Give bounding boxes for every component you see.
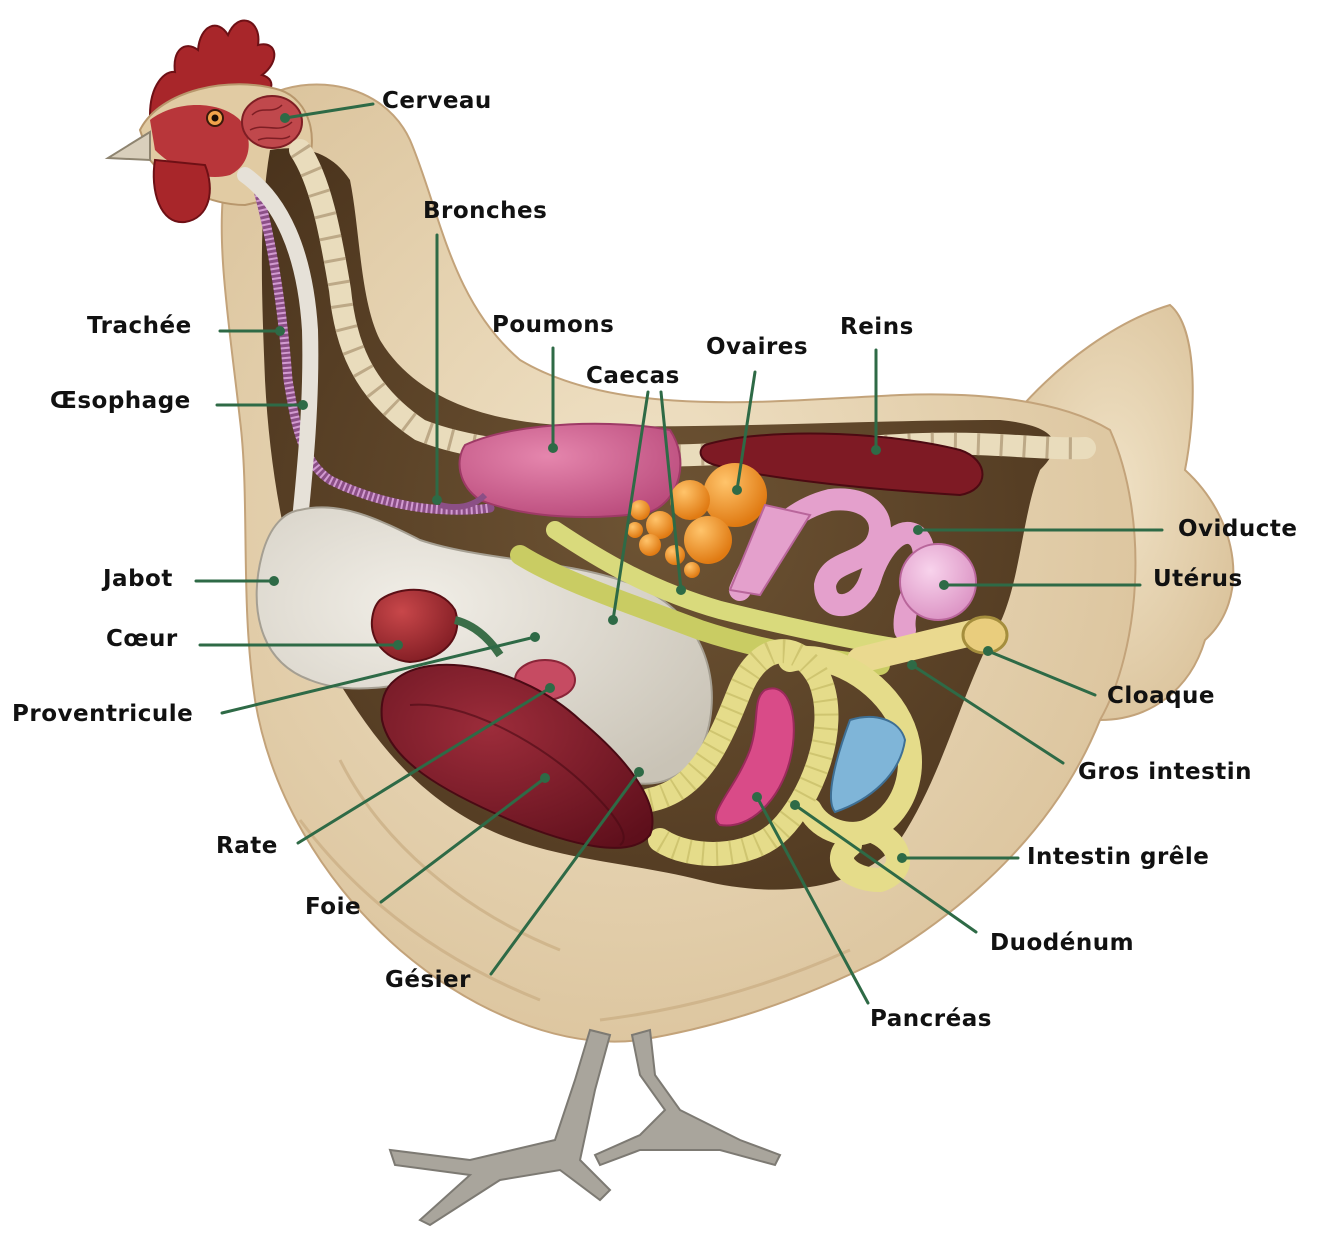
- leader-dot-uterus: [941, 582, 948, 589]
- leader-dot-bronches: [434, 497, 441, 504]
- lungs: [460, 424, 681, 517]
- label-bronches: Bronches: [423, 200, 547, 223]
- leader-dot-trachee: [277, 328, 284, 335]
- leader-dot-cloaque: [985, 648, 992, 655]
- label-gros-intestin: Gros intestin: [1078, 761, 1252, 784]
- leader-dot-proventricule: [532, 634, 539, 641]
- label-coeur: Cœur: [106, 628, 178, 651]
- label-oviducte: Oviducte: [1178, 518, 1298, 541]
- leader-dot-intestin-grele: [899, 855, 906, 862]
- leader-dot-coeur: [395, 642, 402, 649]
- pupil: [212, 115, 219, 122]
- label-poumons: Poumons: [492, 314, 614, 337]
- label-intestin-grele: Intestin grêle: [1027, 846, 1209, 869]
- leader-dot-pancreas: [754, 794, 761, 801]
- label-caecas: Caecas: [586, 365, 680, 388]
- leader-dot-reins: [873, 447, 880, 454]
- label-foie: Foie: [305, 896, 361, 919]
- leader-dot-jabot: [271, 578, 278, 585]
- leader-dot-gesier: [636, 769, 643, 776]
- label-proventricule: Proventricule: [12, 703, 193, 726]
- leader-dot-ovaires: [734, 487, 741, 494]
- label-ovaires: Ovaires: [706, 336, 808, 359]
- leader-dot-poumons: [550, 445, 557, 452]
- brain: [242, 96, 302, 148]
- leader-dot-caecas-2: [678, 587, 685, 594]
- wattle: [154, 160, 210, 222]
- leader-dot-gros-intestin: [909, 662, 916, 669]
- label-reins: Reins: [840, 316, 914, 339]
- leader-dot-cerveau: [282, 115, 289, 122]
- label-uterus: Utérus: [1153, 568, 1243, 591]
- label-pancreas: Pancréas: [870, 1008, 992, 1031]
- leader-dot-oviducte: [915, 527, 922, 534]
- leader-dot-duodenum: [792, 802, 799, 809]
- label-oesophage: Œsophage: [50, 390, 191, 413]
- label-cerveau: Cerveau: [382, 90, 492, 113]
- right-leg: [595, 1030, 780, 1165]
- label-cloaque: Cloaque: [1107, 685, 1215, 708]
- left-leg: [390, 1030, 610, 1225]
- leader-dot-rate: [547, 685, 554, 692]
- label-duodenum: Duodénum: [990, 932, 1134, 955]
- leader-dot-caecas-1: [610, 617, 617, 624]
- uterus: [900, 544, 976, 620]
- label-gesier: Gésier: [385, 969, 471, 992]
- label-trachee: Trachée: [87, 315, 192, 338]
- leader-dot-oesophage: [300, 402, 307, 409]
- legs: [390, 1030, 780, 1225]
- label-rate: Rate: [216, 835, 278, 858]
- label-jabot: Jabot: [103, 568, 173, 591]
- beak: [108, 132, 150, 160]
- leader-dot-foie: [542, 775, 549, 782]
